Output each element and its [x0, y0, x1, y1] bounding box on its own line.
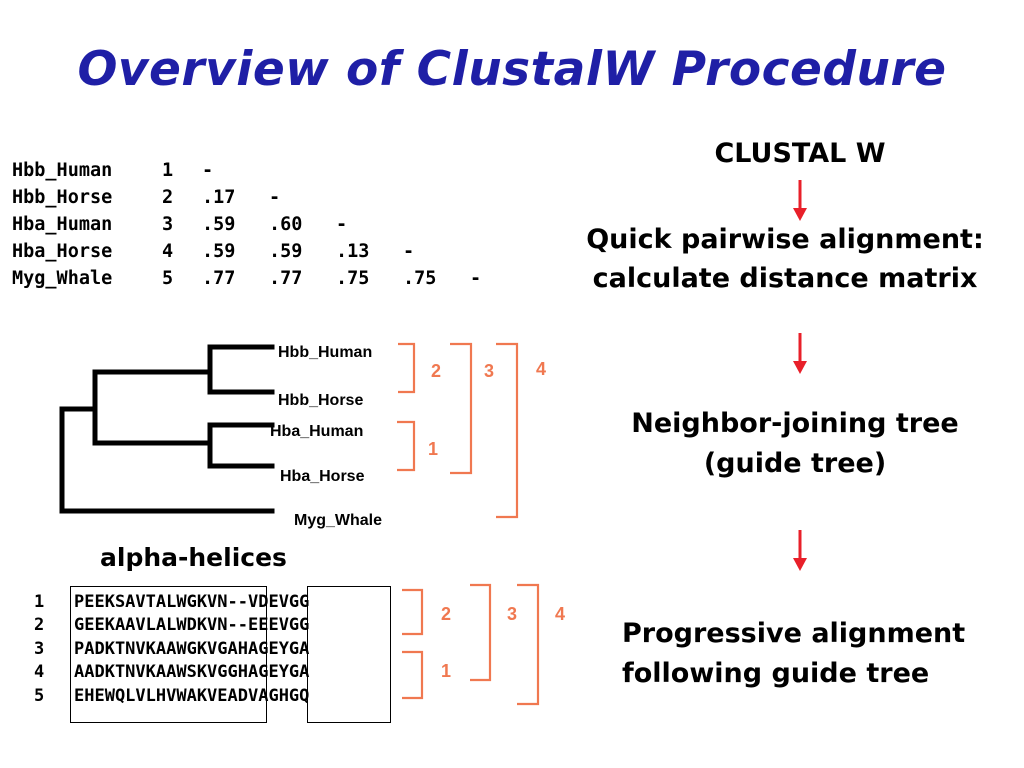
- leaf-label: Hbb_Human: [278, 344, 372, 361]
- down-arrow-icon: [793, 180, 807, 221]
- alignment-brackets: 2 3 4 1: [402, 583, 565, 706]
- step-pairwise-alignment: Quick pairwise alignment: calculate dist…: [560, 220, 1010, 298]
- guide-tree: Hbb_Human Hbb_Horse Hba_Human Hba_Horse …: [59, 342, 546, 529]
- cluster-label: 3: [484, 361, 494, 381]
- bracket-3: [450, 342, 473, 475]
- leaf-label: Hbb_Horse: [278, 392, 363, 409]
- down-arrow-icon: [793, 530, 807, 571]
- slide-title: Overview of ClustalW Procedure: [77, 42, 947, 97]
- bracket-4: [496, 342, 519, 519]
- step-clustalw: CLUSTAL W: [714, 138, 886, 169]
- cluster-label: 4: [536, 359, 546, 379]
- step2-line1: Neighbor-joining tree: [631, 408, 959, 439]
- leaf-label: Hba_Horse: [280, 468, 365, 485]
- bracket-1: [397, 420, 416, 472]
- helix-box-1: [70, 586, 267, 723]
- leaf-label: Hba_Human: [270, 423, 363, 440]
- bracket-1: [402, 650, 424, 700]
- step1-line2: calculate distance matrix: [592, 263, 978, 294]
- step3-line1: Progressive alignment: [622, 618, 966, 649]
- bracket-3: [470, 583, 492, 682]
- cluster-label: 2: [431, 361, 441, 381]
- cluster-label: 1: [441, 661, 451, 681]
- step1-line1: Quick pairwise alignment:: [586, 224, 984, 255]
- bracket-4: [517, 583, 540, 706]
- down-arrow-icon: [793, 333, 807, 374]
- step-progressive-alignment: Progressive alignment following guide tr…: [600, 614, 1022, 694]
- cluster-label: 3: [507, 604, 517, 624]
- step3-line2: following guide tree: [622, 658, 930, 689]
- step2-line2: (guide tree): [703, 448, 887, 479]
- alpha-helices-label: alpha-helices: [100, 543, 287, 572]
- tree-branches: [59, 344, 275, 514]
- cluster-label: 2: [441, 604, 451, 624]
- bracket-2: [402, 588, 424, 636]
- cluster-label: 1: [428, 439, 438, 459]
- helix-box-2: [307, 586, 391, 723]
- tree-brackets: [397, 342, 519, 519]
- leaf-label: Myg_Whale: [294, 512, 382, 529]
- cluster-label: 4: [555, 604, 565, 624]
- step-neighbor-joining: Neighbor-joining tree (guide tree): [570, 404, 1020, 484]
- bracket-2: [398, 342, 416, 394]
